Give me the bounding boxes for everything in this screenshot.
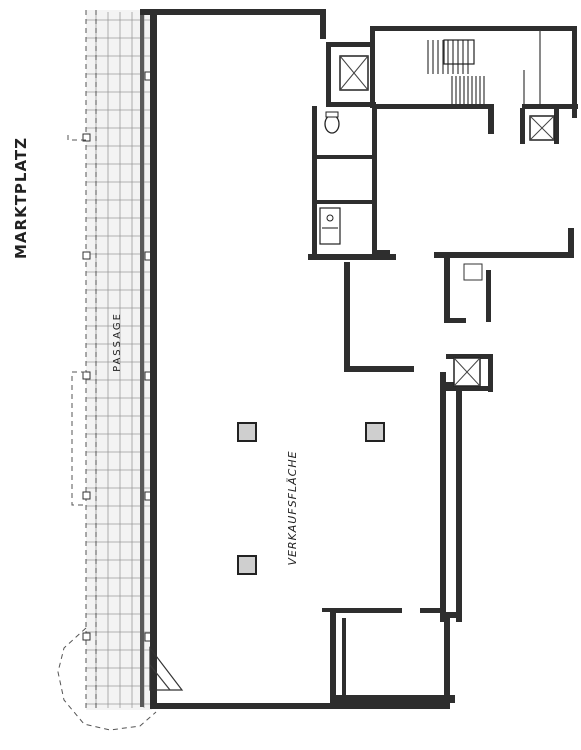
passage-column — [82, 133, 91, 142]
entrance-ramp — [149, 646, 184, 691]
stair-bottom-right — [522, 104, 578, 109]
office-opening-marker — [372, 130, 377, 136]
shaft3-bottom-wall — [446, 386, 492, 391]
office-right-wall — [568, 228, 574, 258]
service-bottom-step — [376, 250, 390, 256]
column-icon — [365, 422, 385, 442]
octagon-outline — [57, 627, 157, 731]
passage-label: PASSAGE — [112, 312, 123, 372]
lower-right-room — [322, 608, 402, 704]
elevator-cross-2 — [339, 55, 369, 91]
elevator-3-cross-2 — [453, 357, 481, 387]
partition-far-right — [486, 270, 491, 322]
right-wall-notch — [420, 608, 446, 613]
sink-icon — [326, 214, 334, 222]
entrance-ramp-line — [149, 664, 171, 691]
partition-right — [444, 258, 450, 322]
passage-grid — [86, 12, 150, 708]
column-icon — [237, 422, 257, 442]
bottom-wall — [150, 703, 450, 709]
kitchen-divider — [316, 200, 374, 204]
stair-right-wall — [572, 26, 577, 118]
partition-left — [344, 262, 350, 372]
stair-bottom-wall — [376, 104, 494, 109]
room-left-wall-inner — [342, 618, 346, 700]
room-top-wall — [330, 608, 402, 613]
shaft-top-wall — [326, 42, 374, 47]
column-icon — [237, 555, 257, 575]
service-left-wall — [312, 106, 317, 258]
passage-column — [82, 632, 91, 641]
shaft-left-wall — [326, 42, 331, 106]
top-wall — [140, 9, 326, 15]
verkaufsflaeche-label: VERKAUFSFLÄCHE — [286, 450, 299, 565]
wc-divider — [316, 155, 374, 159]
bottom-wall-right — [335, 695, 455, 703]
staircase — [427, 40, 485, 104]
service-bottom-wall — [308, 254, 396, 260]
stair-top-wall — [370, 26, 576, 31]
elevator-2-cross-2 — [529, 115, 555, 141]
room-left-wall — [330, 608, 336, 704]
right-wall-low-step — [440, 612, 462, 618]
left-wall — [150, 10, 157, 707]
shaft-bottom-wall — [326, 102, 376, 107]
service-block — [308, 26, 578, 392]
partition-right-return — [444, 318, 466, 323]
right-wall-mid — [440, 372, 446, 622]
toilet-tank-icon — [325, 111, 339, 118]
top-wall-right-return — [320, 9, 326, 39]
small-column-icon — [463, 263, 483, 281]
kitchenette-icon — [319, 207, 341, 245]
canopy-outline — [71, 371, 86, 506]
stair-bottom-return — [488, 104, 494, 134]
main-walls — [140, 9, 462, 709]
shaft2-left-wall — [520, 108, 525, 144]
room-corner — [322, 608, 334, 612]
canopy-outline-top — [67, 134, 86, 141]
shaft3-top-wall — [446, 354, 492, 359]
shaft3-right-wall — [488, 354, 493, 392]
toilet-icon — [324, 114, 340, 134]
service-mid-wall — [372, 106, 377, 256]
stair-landing — [443, 39, 475, 65]
office-bottom-wall — [434, 252, 574, 258]
shaft-right-wall — [370, 28, 375, 108]
interior-columns — [237, 422, 385, 575]
right-wall-outer — [456, 382, 462, 622]
right-wall-step — [440, 382, 462, 388]
shaft2-right-wall — [554, 108, 559, 144]
partition-bottom — [344, 366, 414, 372]
left-wall-inner — [140, 10, 144, 707]
marktplatz-label: MARKTPLATZ — [12, 137, 30, 259]
passage-column — [82, 251, 91, 260]
passage-column — [82, 371, 91, 380]
passage-column — [82, 491, 91, 500]
right-wall-low — [444, 612, 450, 707]
